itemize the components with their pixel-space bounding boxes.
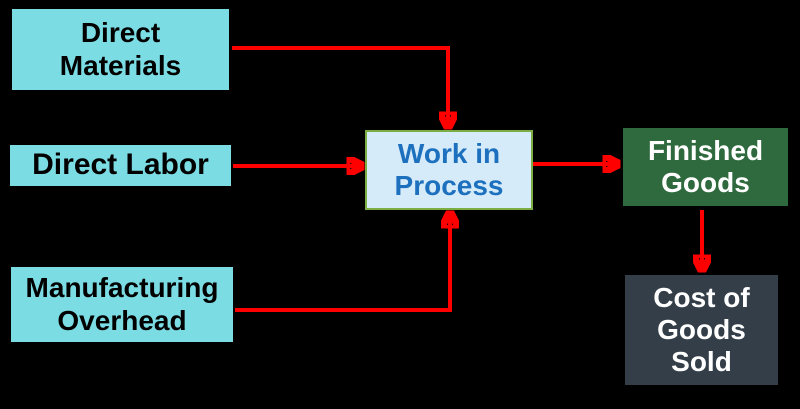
- finished-goods-label: Finished Goods: [647, 134, 764, 198]
- node-finished-goods: Finished Goods: [621, 126, 790, 208]
- direct-labor-label: Direct Labor: [32, 148, 209, 182]
- node-direct-labor: Direct Labor: [8, 143, 233, 188]
- node-cost-of-goods-sold: Cost of Goods Sold: [623, 273, 780, 387]
- direct-materials-label: Direct Materials: [59, 17, 182, 81]
- arrow-direct-materials-to-work-in-process: [232, 46, 448, 124]
- work-in-process-label: Work in Process: [394, 137, 504, 201]
- cost-of-goods-sold-label: Cost of Goods Sold: [653, 281, 750, 378]
- manufacturing-overhead-label: Manufacturing Overhead: [25, 272, 219, 336]
- node-direct-materials: Direct Materials: [10, 7, 231, 92]
- node-work-in-process: Work in Process: [365, 130, 533, 210]
- arrow-manufacturing-overhead-to-work-in-process: [235, 216, 450, 312]
- node-manufacturing-overhead: Manufacturing Overhead: [9, 265, 235, 344]
